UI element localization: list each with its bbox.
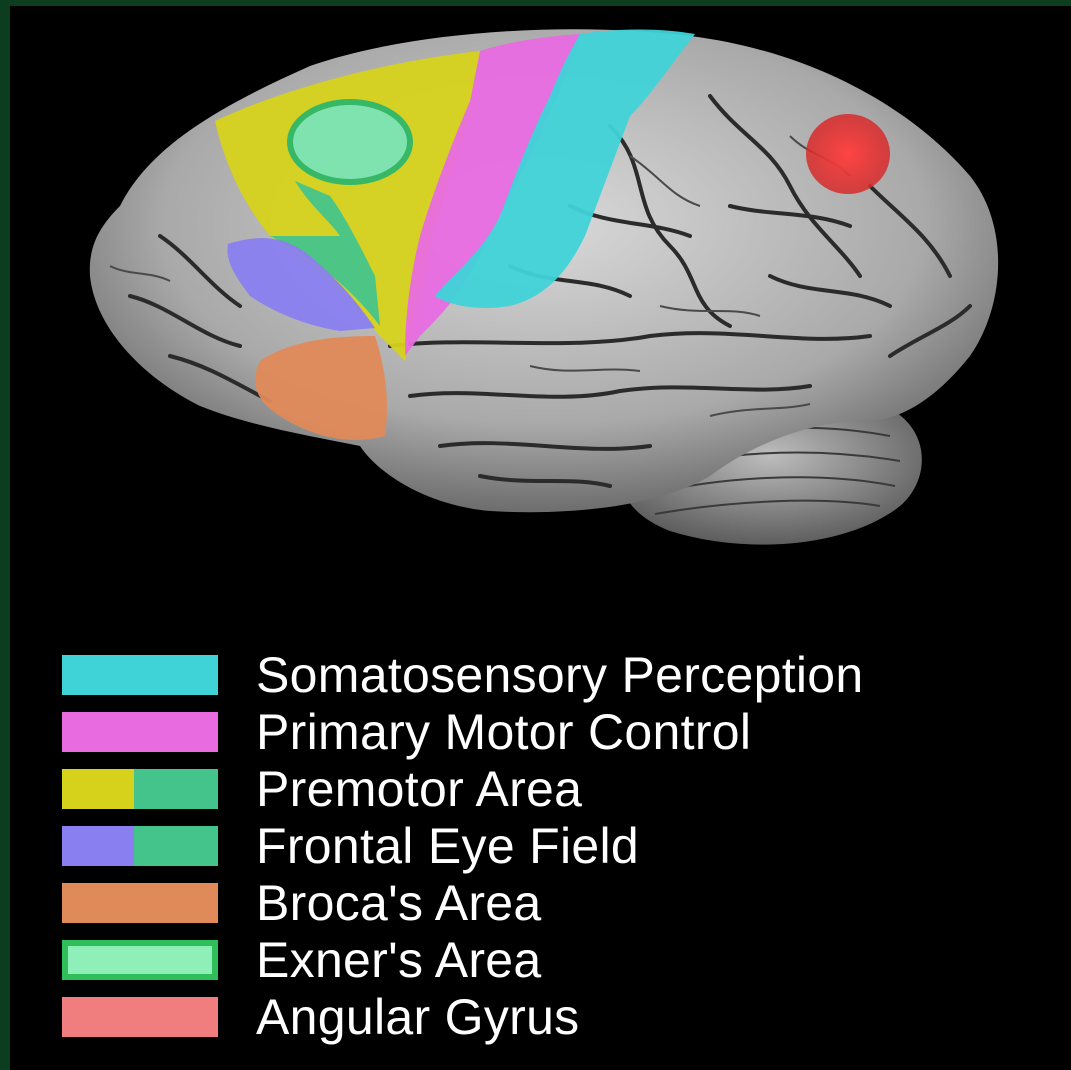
legend: Somatosensory PerceptionPrimary Motor Co… <box>62 646 864 1045</box>
angular-gyrus-region <box>806 114 890 194</box>
legend-label: Angular Gyrus <box>256 992 579 1042</box>
legend-label: Frontal Eye Field <box>256 821 639 871</box>
legend-swatch <box>62 655 218 695</box>
legend-swatch <box>62 883 218 923</box>
figure-frame: Somatosensory PerceptionPrimary Motor Co… <box>10 6 1071 1070</box>
legend-item: Broca's Area <box>62 874 864 931</box>
legend-swatch <box>62 826 218 866</box>
legend-swatch <box>62 940 218 980</box>
legend-item: Exner's Area <box>62 931 864 988</box>
legend-label: Premotor Area <box>256 764 582 814</box>
legend-item: Angular Gyrus <box>62 988 864 1045</box>
legend-swatch <box>62 769 218 809</box>
legend-swatch <box>62 997 218 1037</box>
legend-label: Broca's Area <box>256 878 542 928</box>
legend-label: Somatosensory Perception <box>256 650 864 700</box>
legend-label: Primary Motor Control <box>256 707 751 757</box>
legend-item: Premotor Area <box>62 760 864 817</box>
legend-item: Primary Motor Control <box>62 703 864 760</box>
legend-item: Frontal Eye Field <box>62 817 864 874</box>
brain-illustration <box>10 6 1071 646</box>
legend-label: Exner's Area <box>256 935 542 985</box>
exners-area-region <box>290 102 410 182</box>
legend-item: Somatosensory Perception <box>62 646 864 703</box>
legend-swatch <box>62 712 218 752</box>
